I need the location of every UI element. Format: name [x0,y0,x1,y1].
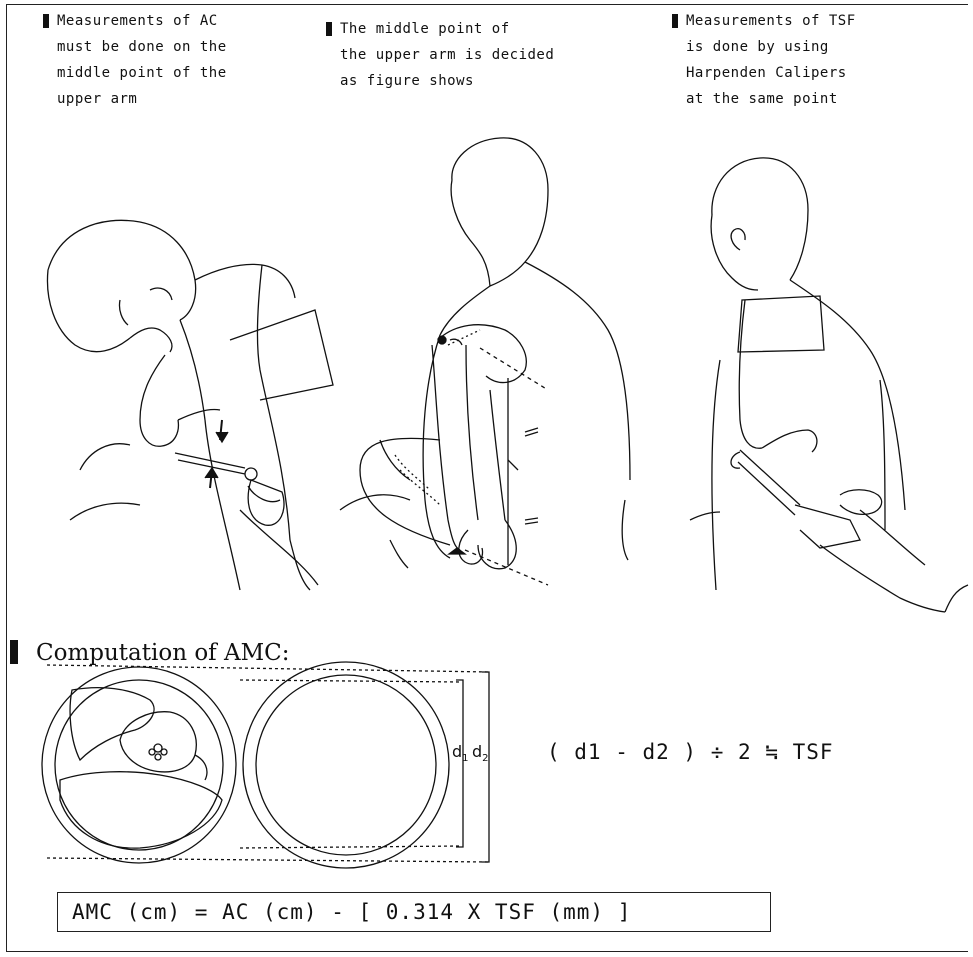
skinfold-caliper-illustration [690,158,968,612]
d1-label: d1 [452,742,469,764]
d2-label: d2 [472,742,489,764]
cross-section-diagram [42,662,490,868]
amc-formula-text: AMC (cm) = AC (cm) - [ 0.314 X TSF (mm) … [72,900,631,924]
computation-heading-text: Computation of AMC: [36,640,290,666]
upper-arm-midpoint-illustration [340,138,630,585]
computation-heading: Computation of AMC: [36,640,290,666]
arm-circumference-illustration [47,220,333,590]
amc-formula-box: AMC (cm) = AC (cm) - [ 0.314 X TSF (mm) … [57,892,771,932]
tsf-formula: ( d1 - d2 ) ÷ 2 ≒ TSF [547,740,834,764]
bullet-icon [10,640,18,664]
